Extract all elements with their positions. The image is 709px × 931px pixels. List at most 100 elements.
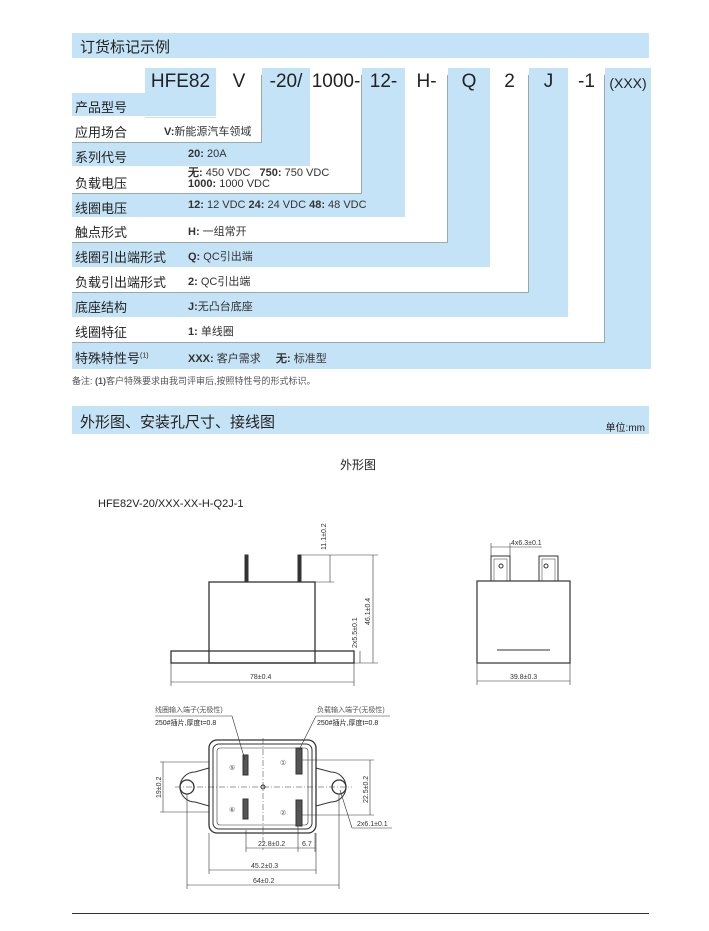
dim-22-5: 22.5±0.2	[363, 776, 370, 803]
row-contact: 触点形式 H: 一组常开	[72, 218, 448, 243]
divider	[604, 75, 605, 342]
dim-hole: 2x6.1±0.1	[357, 821, 388, 828]
dim-19: 19±0.2	[156, 777, 163, 798]
outline-subtitle: 外形图	[340, 458, 377, 472]
row-label: 线圈引出端形式	[75, 250, 167, 265]
row-value: 客户需求	[213, 353, 261, 365]
row-label: 底座结构	[75, 300, 128, 315]
row-value: QC引出端	[200, 251, 253, 263]
row-value: 20A	[203, 148, 227, 160]
row-value: 12 VDC	[203, 199, 246, 211]
row-key: 1000:	[188, 178, 217, 190]
row-key: 2:	[188, 276, 198, 288]
front-view	[170, 554, 378, 686]
row-product-model: 产品型号	[72, 93, 216, 117]
row-label: 应用场合	[75, 125, 128, 140]
row-value: 无凸台底座	[197, 301, 253, 313]
row-key: 1:	[188, 326, 198, 338]
row-key: 无:	[276, 353, 291, 365]
row-value: 750 VDC	[281, 167, 330, 179]
unit-label: 单位:mm	[605, 423, 645, 434]
dimensions-title: 外形图、安装孔尺寸、接线图	[80, 414, 276, 431]
row-load-voltage: 负载电压 无: 450 VDC 750: 750 VDC 1000: 1000 V…	[72, 167, 362, 194]
row-label: 特殊特性号	[75, 351, 141, 366]
row-label: 系列代号	[75, 150, 128, 165]
code-column-coil-voltage	[362, 68, 405, 218]
row-label: 产品型号	[75, 100, 128, 115]
row-label: 负载电压	[75, 176, 128, 191]
row-value: 48 VDC	[325, 199, 367, 211]
ordering-header: 订货标记示例	[72, 33, 649, 58]
side-view	[476, 543, 571, 685]
divider	[528, 75, 529, 292]
row-label: 触点形式	[75, 225, 128, 240]
code-coil-feature: -1	[578, 71, 595, 92]
row-coil-feature: 线圈特征 1: 单线圈	[72, 318, 605, 343]
row-coil-terminal: 线圈引出端形式 Q: QC引出端	[72, 243, 490, 268]
note-number: (1)	[95, 376, 107, 386]
row-load-terminal: 负载引出端形式 2: QC引出端	[72, 268, 529, 293]
dim-flange: 2x5.5±0.1	[352, 617, 359, 648]
row-coil-voltage: 线圈电压 12: 12 VDC 24: 24 VDC 48: 48 VDC	[72, 194, 405, 218]
row-label: 线圈电压	[75, 201, 128, 216]
dimensions-header: 外形图、安装孔尺寸、接线图 单位:mm	[72, 406, 649, 434]
row-value: QC引出端	[197, 276, 251, 288]
row-key: 24:	[248, 199, 265, 211]
row-label: 线圈特征	[75, 325, 128, 340]
load-terminal-spec: 250#插片,厚度t=0.8	[317, 718, 378, 727]
dim-height: 46.1±0.4	[365, 598, 372, 625]
row-series: 系列代号 20: 20A	[72, 143, 310, 167]
pin-number: ⑥	[229, 806, 235, 814]
pin-number: ⑤	[229, 764, 235, 772]
row-key: V:	[164, 126, 175, 138]
code-application: V	[232, 71, 246, 92]
dim-22-8: 22.8±0.2	[258, 841, 285, 848]
row-key: Q:	[188, 251, 201, 263]
row-base: 底座结构 J:无凸台底座	[72, 293, 568, 318]
code-special: (XXX)	[609, 75, 647, 91]
dim-side-width: 39.8±0.3	[510, 674, 537, 681]
row-value: 一组常开	[199, 226, 247, 238]
row-key: 20:	[188, 148, 204, 160]
coil-terminal-label: 线圈输入端子(无极性)	[155, 705, 223, 714]
row-value: 单线圈	[197, 326, 234, 338]
divider	[361, 75, 362, 192]
row-application: 应用场合 V:新能源汽车领域	[72, 118, 262, 143]
row-label: 负载引出端形式	[75, 275, 167, 290]
footnote-ref: (1)	[140, 352, 149, 360]
code-load-terminal: 2	[504, 71, 515, 92]
code-column-coil-terminal	[448, 68, 490, 268]
model-number: HFE82V-20/XXX-XX-H-Q2J-1	[98, 498, 244, 510]
code-coil-voltage: 12-	[369, 71, 398, 92]
divider	[447, 75, 448, 242]
row-value: 新能源汽车领域	[174, 126, 252, 138]
code-column-base	[529, 68, 568, 318]
ordering-title: 订货标记示例	[80, 39, 171, 56]
code-model: HFE82	[150, 71, 211, 92]
bottom-view	[155, 715, 392, 889]
row-value: 1000 VDC	[216, 178, 270, 190]
row-key: 12:	[188, 199, 204, 211]
dim-64: 64±0.2	[253, 878, 274, 885]
row-value: 450 VDC	[202, 167, 251, 179]
footnote: 备注: (1)客户特殊要求由我司评审后,按照特性号的形式标识。	[72, 374, 316, 387]
code-base: J	[543, 71, 554, 92]
dim-pin-height: 11.1±0.2	[321, 523, 328, 550]
row-key: 无:	[188, 167, 203, 179]
row-key: 750:	[259, 167, 282, 179]
load-terminal-label: 负载输入端子(无极性)	[317, 705, 385, 714]
dim-45-2: 45.2±0.3	[251, 863, 278, 870]
dim-width: 78±0.4	[250, 674, 271, 681]
dim-pin-width: 4x6.3±0.1	[511, 540, 542, 547]
note-text: 客户特殊要求由我司评审后,按照特性号的形式标识。	[106, 376, 316, 386]
code-load-voltage: 1000-	[311, 71, 361, 92]
code-contact: H-	[416, 71, 437, 92]
note-prefix: 备注:	[72, 376, 96, 386]
pin-number: ②	[280, 809, 286, 817]
pin-number: ①	[280, 759, 286, 767]
coil-terminal-spec: 250#插片,厚度t=0.8	[155, 718, 216, 727]
code-column-special	[605, 68, 651, 370]
code-coil-terminal: Q	[461, 71, 477, 92]
